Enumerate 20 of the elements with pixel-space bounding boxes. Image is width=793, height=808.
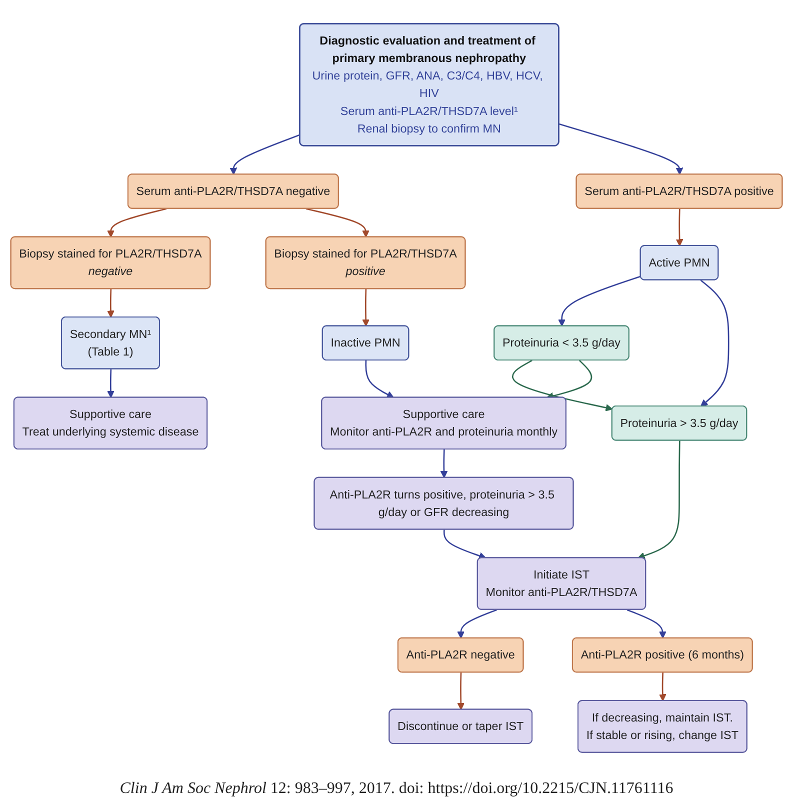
arrow bbox=[558, 123, 684, 175]
arrow bbox=[440, 449, 448, 478]
arrow bbox=[626, 609, 666, 639]
arrow bbox=[512, 360, 613, 412]
arrow bbox=[457, 609, 497, 639]
arrow bbox=[700, 280, 730, 407]
arrow bbox=[443, 530, 486, 560]
arrow bbox=[107, 369, 114, 398]
arrow bbox=[362, 288, 370, 326]
arrow bbox=[107, 288, 114, 318]
arrow bbox=[457, 672, 465, 710]
arrow bbox=[107, 208, 167, 238]
arrow bbox=[306, 208, 370, 238]
arrow bbox=[658, 672, 666, 702]
caption: Clin J Am Soc Nephrol 12: 983–997, 2017. doi: https://doi.org/10.2215/CJN.11761116 bbox=[120, 780, 674, 798]
arrow bbox=[230, 134, 300, 175]
arrow bbox=[558, 276, 641, 326]
arrow bbox=[676, 208, 684, 246]
arrow bbox=[638, 440, 680, 560]
arrow bbox=[365, 360, 394, 398]
